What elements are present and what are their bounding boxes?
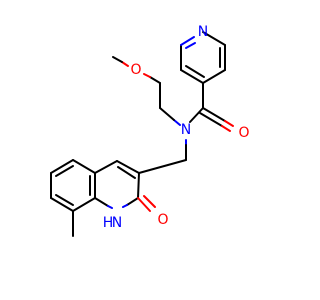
bond (202, 69, 226, 84)
quinolinone-oxygen-label: O (157, 212, 168, 228)
bond (173, 119, 181, 126)
bond (189, 107, 204, 123)
bond (94, 197, 109, 207)
bond (50, 159, 74, 174)
quinolinone-nitrogen-label: N (112, 215, 122, 231)
bond (224, 120, 234, 127)
bond (122, 204, 128, 208)
bond (149, 76, 161, 84)
bond (117, 166, 136, 179)
molecule-canvas: N O N O (50, 24, 250, 237)
bond (55, 194, 74, 206)
bond (185, 42, 196, 49)
bond (180, 69, 204, 84)
bond (185, 65, 205, 78)
benzo-ring (50, 159, 96, 212)
bond (143, 73, 151, 78)
bond (116, 160, 140, 174)
bond (55, 165, 74, 177)
bond (72, 197, 96, 212)
quinolinone-hydrogen-label: H (103, 215, 114, 231)
bond (112, 56, 123, 63)
bond (50, 197, 74, 212)
amide-nitrogen-label: N (181, 122, 191, 138)
bond (121, 61, 129, 67)
quinolinone-ring (94, 160, 156, 212)
bond (221, 125, 231, 132)
bond (202, 107, 226, 122)
structure-diagram: N O N O (50, 24, 250, 237)
bond (137, 197, 151, 212)
bond (107, 205, 113, 209)
carbonyl-oxygen-label: O (238, 125, 249, 141)
bond (199, 112, 223, 127)
bond (126, 197, 139, 206)
bond (180, 36, 195, 46)
bond (94, 160, 118, 174)
bond (202, 31, 226, 46)
bond (143, 195, 156, 208)
methoxy-oxygen-label: O (130, 62, 141, 78)
bond (137, 172, 140, 199)
bond (138, 159, 187, 174)
pyridine-nitrogen-label: N (198, 24, 208, 40)
bond (72, 159, 96, 174)
pyridine-ring (180, 31, 226, 84)
bond (159, 107, 175, 121)
